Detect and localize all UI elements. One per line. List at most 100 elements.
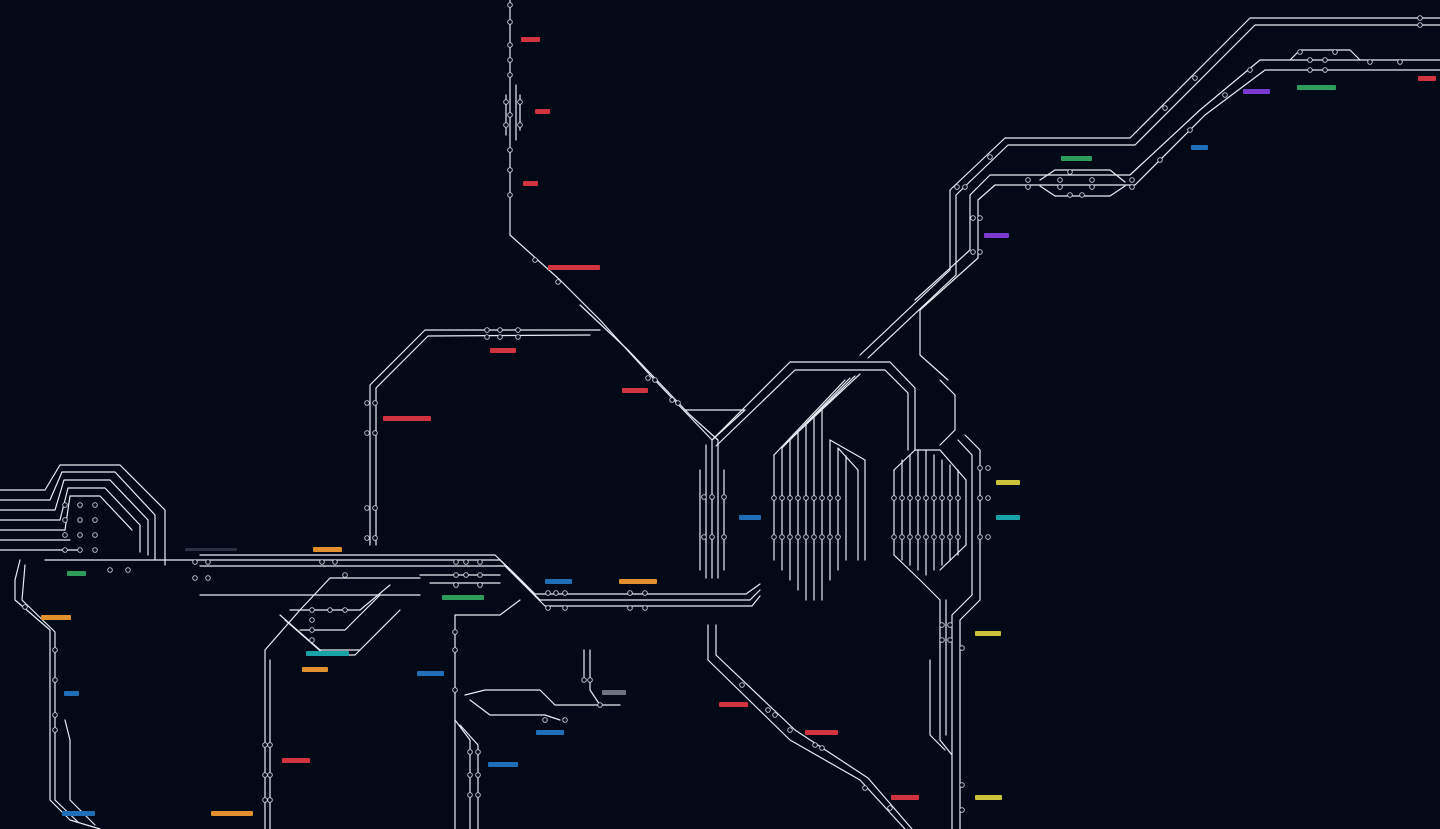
station-label-west-1[interactable] [383,416,431,421]
signal-icon[interactable] [581,677,587,683]
signal-icon[interactable] [503,99,509,105]
station-label-far-w-2[interactable] [41,615,71,620]
signal-icon[interactable] [721,534,727,540]
station-label-hub-1[interactable] [739,515,761,520]
signal-icon[interactable] [497,327,503,333]
signal-icon[interactable] [77,532,83,538]
signal-icon[interactable] [342,607,348,613]
signal-icon[interactable] [1057,177,1063,183]
signal-icon[interactable] [642,590,648,596]
signal-icon[interactable] [835,495,841,501]
signal-icon[interactable] [1367,59,1373,65]
station-label-se-2[interactable] [805,730,838,735]
signal-icon[interactable] [779,495,785,501]
signal-icon[interactable] [819,534,825,540]
signal-icon[interactable] [515,334,521,340]
signal-icon[interactable] [891,495,897,501]
signal-icon[interactable] [977,534,983,540]
signal-icon[interactable] [364,400,370,406]
signal-icon[interactable] [507,19,513,25]
signal-icon[interactable] [939,637,945,643]
signal-icon[interactable] [899,495,905,501]
signal-icon[interactable] [985,534,991,540]
signal-icon[interactable] [970,249,976,255]
station-label-east-3[interactable] [1191,145,1208,150]
signal-icon[interactable] [1162,105,1168,111]
signal-icon[interactable] [891,534,897,540]
signal-icon[interactable] [463,572,469,578]
signal-icon[interactable] [332,559,338,565]
signal-icon[interactable] [939,622,945,628]
signal-icon[interactable] [827,534,833,540]
signal-icon[interactable] [1129,177,1135,183]
signal-icon[interactable] [262,797,268,803]
signal-icon[interactable] [467,772,473,778]
signal-icon[interactable] [319,559,325,565]
signal-icon[interactable] [1025,184,1031,190]
signal-icon[interactable] [507,72,513,78]
signal-icon[interactable] [977,465,983,471]
signal-icon[interactable] [1417,15,1423,21]
signal-icon[interactable] [309,607,315,613]
signal-icon[interactable] [1307,67,1313,73]
station-label-se-1[interactable] [719,702,748,707]
signal-icon[interactable] [484,327,490,333]
signal-icon[interactable] [803,534,809,540]
signal-icon[interactable] [364,505,370,511]
signal-icon[interactable] [795,534,801,540]
signal-icon[interactable] [452,647,458,653]
signal-icon[interactable] [62,517,68,523]
station-label-north-4[interactable] [548,265,600,270]
signal-icon[interactable] [899,534,905,540]
station-label-north-1[interactable] [521,37,540,42]
station-label-sw-9[interactable] [536,730,564,735]
signal-icon[interactable] [627,605,633,611]
signal-icon[interactable] [1397,59,1403,65]
signal-icon[interactable] [532,257,538,263]
signal-icon[interactable] [192,575,198,581]
signal-icon[interactable] [453,572,459,578]
signal-icon[interactable] [955,534,961,540]
signal-icon[interactable] [467,749,473,755]
signal-icon[interactable] [372,430,378,436]
signal-icon[interactable] [562,605,568,611]
signal-icon[interactable] [372,535,378,541]
signal-icon[interactable] [562,717,568,723]
signal-icon[interactable] [787,495,793,501]
signal-icon[interactable] [477,572,483,578]
station-label-sw-11[interactable] [602,690,626,695]
station-label-far-w-5[interactable] [211,811,253,816]
station-label-far-w-1[interactable] [67,571,86,576]
signal-icon[interactable] [267,797,273,803]
signal-icon[interactable] [562,590,568,596]
signal-icon[interactable] [959,645,965,651]
signal-icon[interactable] [977,249,983,255]
signal-icon[interactable] [309,637,315,643]
signal-icon[interactable] [92,502,98,508]
signal-icon[interactable] [62,502,68,508]
signal-icon[interactable] [463,559,469,565]
signal-icon[interactable] [811,534,817,540]
signal-icon[interactable] [309,627,315,633]
signal-icon[interactable] [475,749,481,755]
signal-icon[interactable] [507,167,513,173]
signal-icon[interactable] [542,717,548,723]
signal-icon[interactable] [827,495,833,501]
station-label-right-2[interactable] [996,515,1020,520]
signal-icon[interactable] [597,702,603,708]
signal-icon[interactable] [771,534,777,540]
signal-icon[interactable] [452,629,458,635]
station-label-right-1[interactable] [996,480,1020,485]
signal-icon[interactable] [1129,184,1135,190]
signal-icon[interactable] [811,495,817,501]
signal-icon[interactable] [507,57,513,63]
signal-icon[interactable] [931,495,937,501]
signal-icon[interactable] [1067,192,1073,198]
signal-icon[interactable] [721,494,727,500]
signal-icon[interactable] [515,327,521,333]
signal-icon[interactable] [947,534,953,540]
signal-icon[interactable] [453,559,459,565]
station-label-far-w-3[interactable] [64,691,79,696]
signal-icon[interactable] [931,534,937,540]
signal-icon[interactable] [107,567,113,573]
